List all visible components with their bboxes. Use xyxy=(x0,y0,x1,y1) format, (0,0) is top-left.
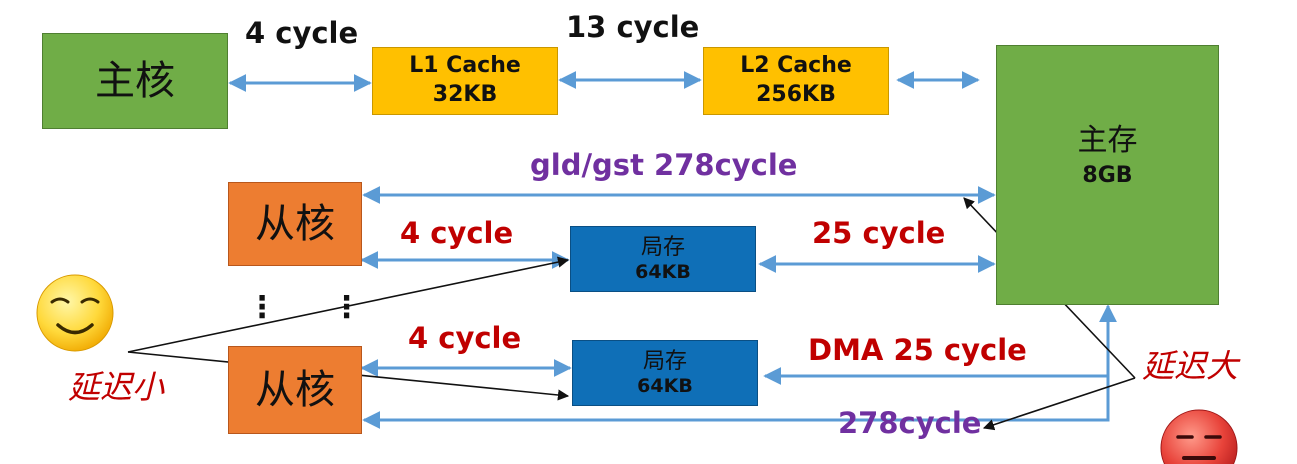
expressionless-face-icon xyxy=(1160,409,1238,464)
label-local2-mem: DMA 25 cycle xyxy=(808,333,1027,367)
l2-cache-name: L2 Cache xyxy=(740,53,852,79)
annotation-low-latency: 延迟小 xyxy=(68,368,165,406)
main-core-box: 主核 xyxy=(42,33,228,129)
main-memory-size: 8GB xyxy=(1082,163,1133,188)
label-core-l1: 4 cycle xyxy=(245,16,359,50)
label-slave2-mem: 278cycle xyxy=(838,406,982,440)
arrow-slave2-mem xyxy=(362,376,1110,429)
l2-cache-size: 256KB xyxy=(756,82,836,107)
label-slave1-local: 4 cycle xyxy=(400,216,514,250)
pointer-high-2 xyxy=(982,377,1136,431)
label-slave2-local: 4 cycle xyxy=(408,321,522,355)
local-store-2-box: 局存 64KB xyxy=(572,340,758,406)
ellipsis-vertical: ⋮ ⋮ xyxy=(247,290,384,325)
l1-cache-name: L1 Cache xyxy=(409,53,521,79)
l1-cache-box: L1 Cache 32KB xyxy=(372,47,558,115)
annotation-high-latency: 延迟大 xyxy=(1142,347,1239,385)
local-store-1-size: 64KB xyxy=(635,261,691,284)
local-store-2-size: 64KB xyxy=(637,375,693,398)
local-store-2-name: 局存 xyxy=(642,348,687,374)
smiley-relaxed-icon xyxy=(36,274,114,352)
slave-core-1-label: 从核 xyxy=(255,201,335,247)
label-local1-mem: 25 cycle xyxy=(812,216,946,250)
l1-cache-size: 32KB xyxy=(432,82,498,107)
local-store-1-name: 局存 xyxy=(640,234,685,260)
label-l1-l2: 13 cycle xyxy=(566,10,700,44)
slave-core-2-label: 从核 xyxy=(255,367,335,413)
main-memory-box: 主存 8GB xyxy=(996,45,1219,305)
main-memory-name: 主存 xyxy=(1077,123,1138,158)
slave-core-1-box: 从核 xyxy=(228,182,362,266)
local-store-1-box: 局存 64KB xyxy=(570,226,756,292)
slave-core-2-box: 从核 xyxy=(228,346,362,434)
pointer-low-1 xyxy=(127,256,570,353)
l2-cache-box: L2 Cache 256KB xyxy=(703,47,889,115)
main-core-label: 主核 xyxy=(95,58,175,104)
label-gld-gst: gld/gst 278cycle xyxy=(530,148,798,182)
